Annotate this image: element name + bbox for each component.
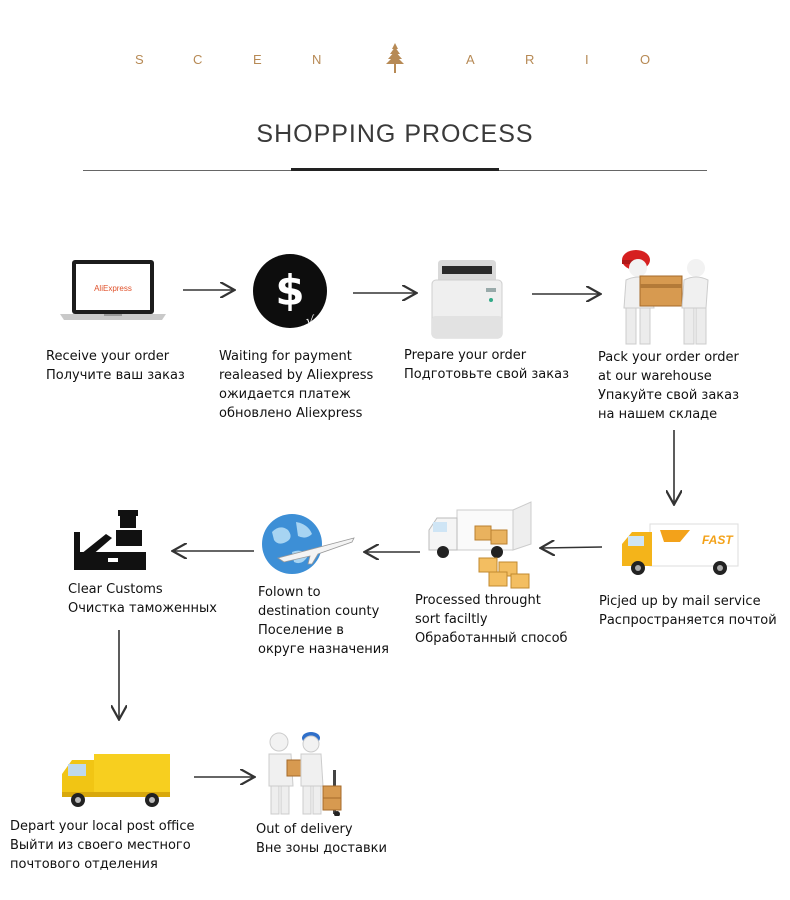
caption-line: Waiting for payment <box>219 349 352 364</box>
step-customs-caption: Clear Customs Очистка таможенных <box>68 580 217 618</box>
laptop-icon: AliExpress <box>60 260 166 320</box>
caption-line: Depart your local post office <box>10 819 195 834</box>
caption-line: Folown to <box>258 585 321 600</box>
step-payment-caption: Waiting for payment realeased by Aliexpr… <box>219 347 373 423</box>
caption-line: обновлено Aliexpress <box>219 406 363 421</box>
caption-line: Receive your order <box>46 349 170 364</box>
customs-officer-icon <box>74 510 146 570</box>
scenario-letter: C <box>193 52 203 67</box>
printer-icon <box>431 260 503 339</box>
delivery-handover-icon <box>268 732 342 816</box>
caption-line: на нашем складе <box>598 407 718 422</box>
open-truck-boxes-icon <box>428 501 532 589</box>
page-title: SHOPPING PROCESS <box>256 120 534 148</box>
caption-line: destination county <box>258 604 380 619</box>
scenario-letter: S <box>135 52 144 67</box>
yellow-truck-icon <box>62 754 170 807</box>
step-follow-caption: Folown to destination county Поселение в… <box>258 583 389 659</box>
step-receive-caption: Receive your order Получите ваш заказ <box>46 347 185 385</box>
laptop-screen-text: AliExpress <box>94 284 132 293</box>
scenario-letter: N <box>312 52 322 67</box>
caption-line: Упакуйте свой заказ <box>598 388 740 403</box>
caption-line: Prepare your order <box>404 348 527 363</box>
caption-line: почтового отделения <box>10 857 158 872</box>
worker-box-icon <box>622 250 709 345</box>
scenario-letter: I <box>585 52 589 67</box>
caption-line: Очистка таможенных <box>68 601 217 616</box>
step-delivery-caption: Out of delivery Вне зоны доставки <box>256 820 387 858</box>
caption-line: Распространяется почтой <box>599 613 777 628</box>
caption-line: Выйти из своего местного <box>10 838 191 853</box>
caption-line: Вне зоны доставки <box>256 841 387 856</box>
truck-fast-text: FAST <box>702 533 734 547</box>
caption-line: at our warehouse <box>598 369 712 384</box>
arrow-picked-to-processed <box>542 547 603 548</box>
scenario-letter: E <box>253 52 262 67</box>
scenario-letter: R <box>525 52 535 67</box>
caption-line: Обработанный способ <box>415 631 568 646</box>
caption-line: Pack your order order <box>598 350 739 365</box>
step-depart-caption: Depart your local post office Выйти из с… <box>10 817 194 874</box>
step-processed-caption: Processed throught sort faciltly Обработ… <box>415 591 568 648</box>
caption-line: ожидается платеж <box>219 387 351 402</box>
caption-line: Picjed up by mail service <box>599 594 761 609</box>
step-prepare-caption: Prepare your order Подготовьте свой зака… <box>404 346 569 384</box>
caption-line: Out of delivery <box>256 822 353 837</box>
scenario-letter: O <box>640 52 651 67</box>
caption-line: Processed throught <box>415 593 541 608</box>
caption-line: Поселение в <box>258 623 344 638</box>
caption-line: Получите ваш заказ <box>46 368 185 383</box>
dollar-glyph: $ <box>275 266 304 315</box>
caption-line: realeased by Aliexpress <box>219 368 374 383</box>
caption-line: sort faciltly <box>415 612 488 627</box>
title-divider-accent <box>291 168 499 171</box>
caption-line: Clear Customs <box>68 582 163 597</box>
fast-truck-icon: FAST <box>622 523 739 575</box>
dollar-icon: $ √ <box>253 254 327 329</box>
caption-line: округе назначения <box>258 642 390 657</box>
caption-line: Подготовьте свой заказ <box>404 367 570 382</box>
globe-plane-icon <box>262 514 355 574</box>
step-pack-caption: Pack your order order at our warehouse У… <box>598 348 739 424</box>
check-glyph: √ <box>306 314 315 329</box>
step-picked-caption: Picjed up by mail service Распространяет… <box>599 592 777 630</box>
scenario-letter: A <box>466 52 475 67</box>
tree-icon <box>386 43 404 73</box>
